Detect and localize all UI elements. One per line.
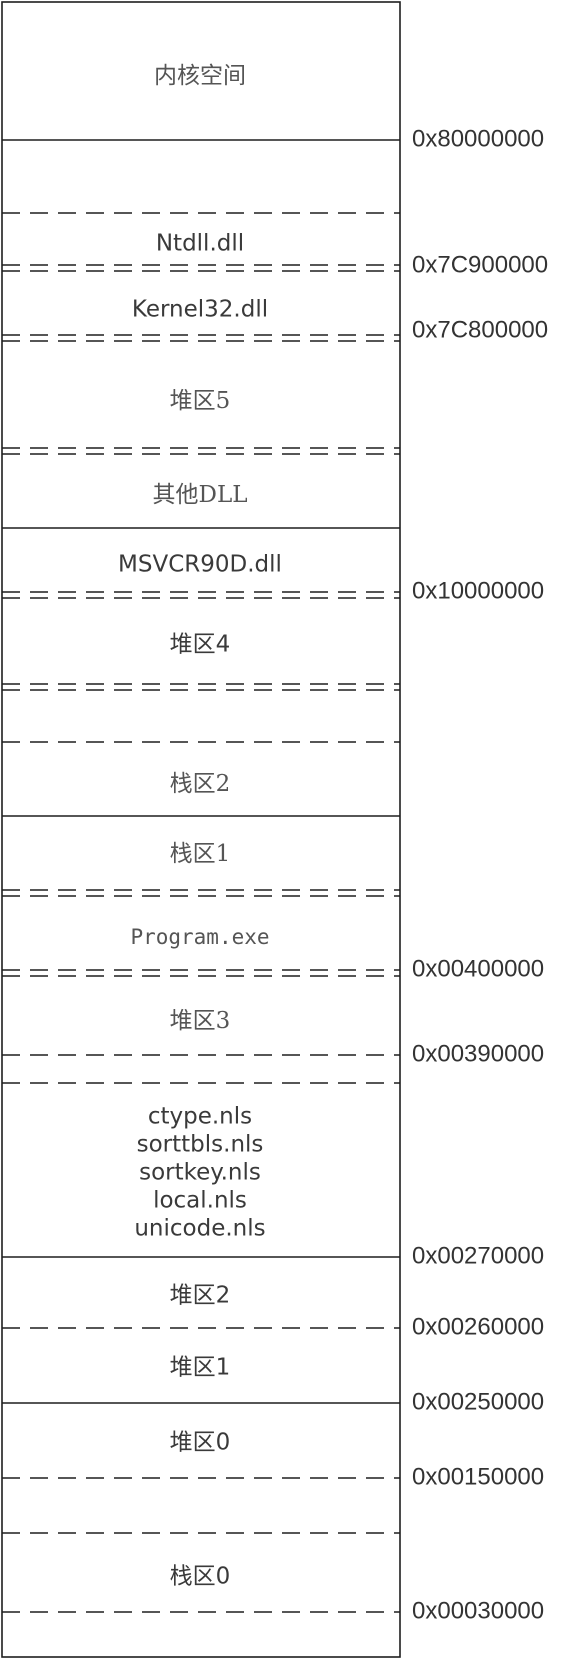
address-labels: 0x80000000 0x7C900000 0x7C800000 0x10000000… [412,125,548,1624]
address-label-0x7C800000: 0x7C800000 [412,316,548,343]
region-label-kernel32: Kernel32.dll [132,297,268,323]
address-label-0x00260000: 0x00260000 [412,1313,544,1340]
region-label-heap2: 堆区2 [170,1283,231,1309]
address-label-0x00270000: 0x00270000 [412,1242,544,1269]
region-label-nls-2: sortkey.nls [139,1160,261,1186]
address-label-0x00030000: 0x00030000 [412,1597,544,1624]
region-label-nls-0: ctype.nls [148,1104,252,1130]
address-label-0x00150000: 0x00150000 [412,1463,544,1490]
region-label-heap4: 堆区4 [170,632,231,658]
region-label-stack2: 栈区2 [170,771,231,797]
region-label-nls-4: unicode.nls [134,1216,265,1242]
region-label-nls-1: sorttbls.nls [137,1132,264,1158]
divider-lines [1,1,401,1658]
address-label-0x80000000: 0x80000000 [412,125,544,152]
region-label-other-dll: 其他DLL [153,482,248,508]
address-label-0x00390000: 0x00390000 [412,1040,544,1067]
region-label-heap3: 堆区3 [170,1008,231,1034]
region-label-heap0: 堆区0 [170,1430,231,1456]
address-label-0x00250000: 0x00250000 [412,1388,544,1415]
region-label-msvcr90d: MSVCR90D.dll [118,552,282,578]
address-label-0x10000000: 0x10000000 [412,577,544,604]
region-label-heap5: 堆区5 [170,388,231,414]
region-label-stack1: 栈区1 [170,841,231,867]
memory-column-border [1,1,401,1658]
region-label-program: Program.exe [130,925,269,949]
region-label-ntdll: Ntdll.dll [156,231,244,257]
region-label-kernel: 内核空间 [154,63,246,89]
address-label-0x7C900000: 0x7C900000 [412,251,548,278]
region-label-stack0: 栈区0 [170,1564,231,1590]
region-label-nls-3: local.nls [153,1188,247,1214]
region-label-heap1: 堆区1 [170,1355,231,1381]
address-label-0x00400000: 0x00400000 [412,955,544,982]
